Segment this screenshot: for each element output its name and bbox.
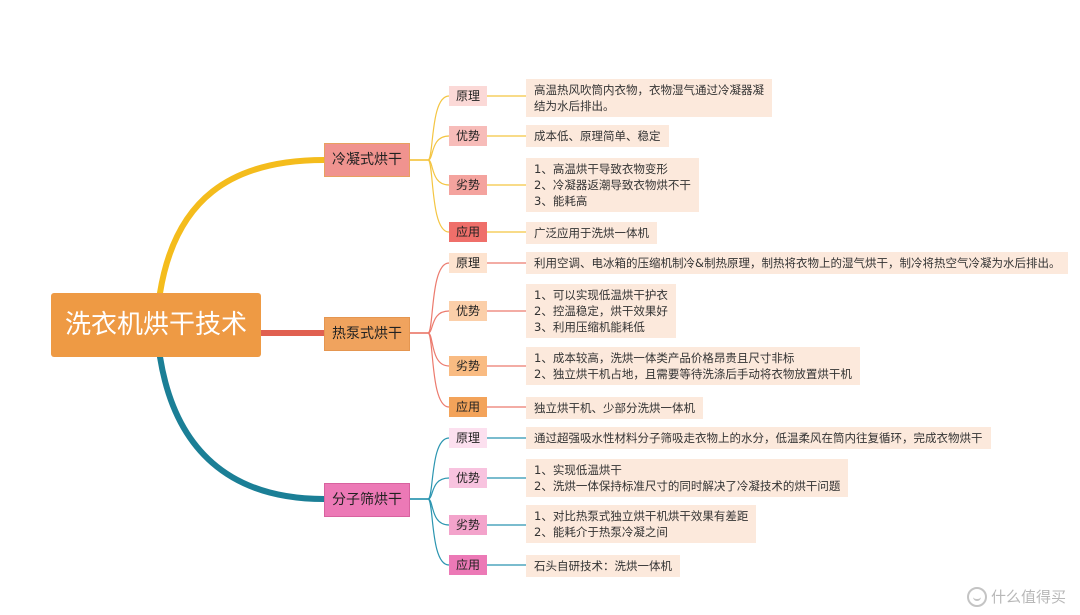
watermark: 什么值得买 <box>966 586 1066 607</box>
tag-advantage[interactable]: 优势 <box>449 126 487 146</box>
watermark-text: 什么值得买 <box>990 588 1066 606</box>
link-branch-1-tag-4 <box>409 159 450 233</box>
tag-disadvantage[interactable]: 劣势 <box>449 515 487 535</box>
branch-node-molecular-sieve[interactable]: 分子筛烘干 <box>324 483 410 517</box>
link-branch-2-tag-1 <box>409 262 450 334</box>
root-node[interactable]: 洗衣机烘干技术 <box>51 293 261 357</box>
desc-disadvantage: 1、成本较高，洗烘一体类产品价格昂贵且尺寸非标 2、独立烘干机占地，且需要等待洗… <box>526 347 860 385</box>
tag-principle[interactable]: 原理 <box>449 428 487 448</box>
branch-node-heat-pump[interactable]: 热泵式烘干 <box>324 317 410 351</box>
link-root-branch-3 <box>157 354 327 502</box>
tag-application[interactable]: 应用 <box>449 397 487 417</box>
desc-principle: 利用空调、电冰箱的压缩机制冷&制热原理，制热将衣物上的湿气烘干，制冷将热空气冷凝… <box>526 252 1069 274</box>
desc-application: 石头自研技术：洗烘一体机 <box>526 555 680 577</box>
desc-principle: 通过超强吸水性材料分子筛吸走衣物上的水分，低温柔风在筒内往复循环，完成衣物烘干 <box>526 427 991 449</box>
smile-icon <box>966 586 987 607</box>
tag-disadvantage[interactable]: 劣势 <box>449 175 487 195</box>
desc-disadvantage: 1、对比热泵式独立烘干机烘干效果有差距 2、能耗介于热泵冷凝之间 <box>526 505 757 543</box>
branch-node-condensing[interactable]: 冷凝式烘干 <box>324 143 410 177</box>
desc-advantage: 1、可以实现低温烘干护衣 2、控温稳定，烘干效果好 3、利用压缩机能耗低 <box>526 284 676 338</box>
link-root-branch-1 <box>157 157 327 296</box>
desc-advantage: 成本低、原理简单、稳定 <box>526 125 669 147</box>
desc-advantage: 1、实现低温烘干 2、洗烘一体保持标准尺寸的同时解决了冷凝技术的烘干问题 <box>526 459 849 497</box>
desc-principle: 高温热风吹筒内衣物，衣物湿气通过冷凝器凝 结为水后排出。 <box>526 79 772 117</box>
tag-principle[interactable]: 原理 <box>449 253 487 273</box>
tag-disadvantage[interactable]: 劣势 <box>449 356 487 376</box>
link-branch-2-tag-3 <box>409 332 450 367</box>
tag-advantage[interactable]: 优势 <box>449 468 487 488</box>
link-branch-1-tag-1 <box>409 95 450 161</box>
link-branch-3-tag-1 <box>409 437 450 500</box>
tag-advantage[interactable]: 优势 <box>449 301 487 321</box>
desc-disadvantage: 1、高温烘干导致衣物变形 2、冷凝器返潮导致衣物烘不干 3、能耗高 <box>526 158 699 212</box>
link-branch-3-tag-4 <box>409 498 450 566</box>
tag-application[interactable]: 应用 <box>449 555 487 575</box>
desc-application: 独立烘干机、少部分洗烘一体机 <box>526 397 703 419</box>
tag-principle[interactable]: 原理 <box>449 86 487 106</box>
link-branch-2-tag-4 <box>409 332 450 408</box>
tag-application[interactable]: 应用 <box>449 222 487 242</box>
desc-application: 广泛应用于洗烘一体机 <box>526 222 657 244</box>
